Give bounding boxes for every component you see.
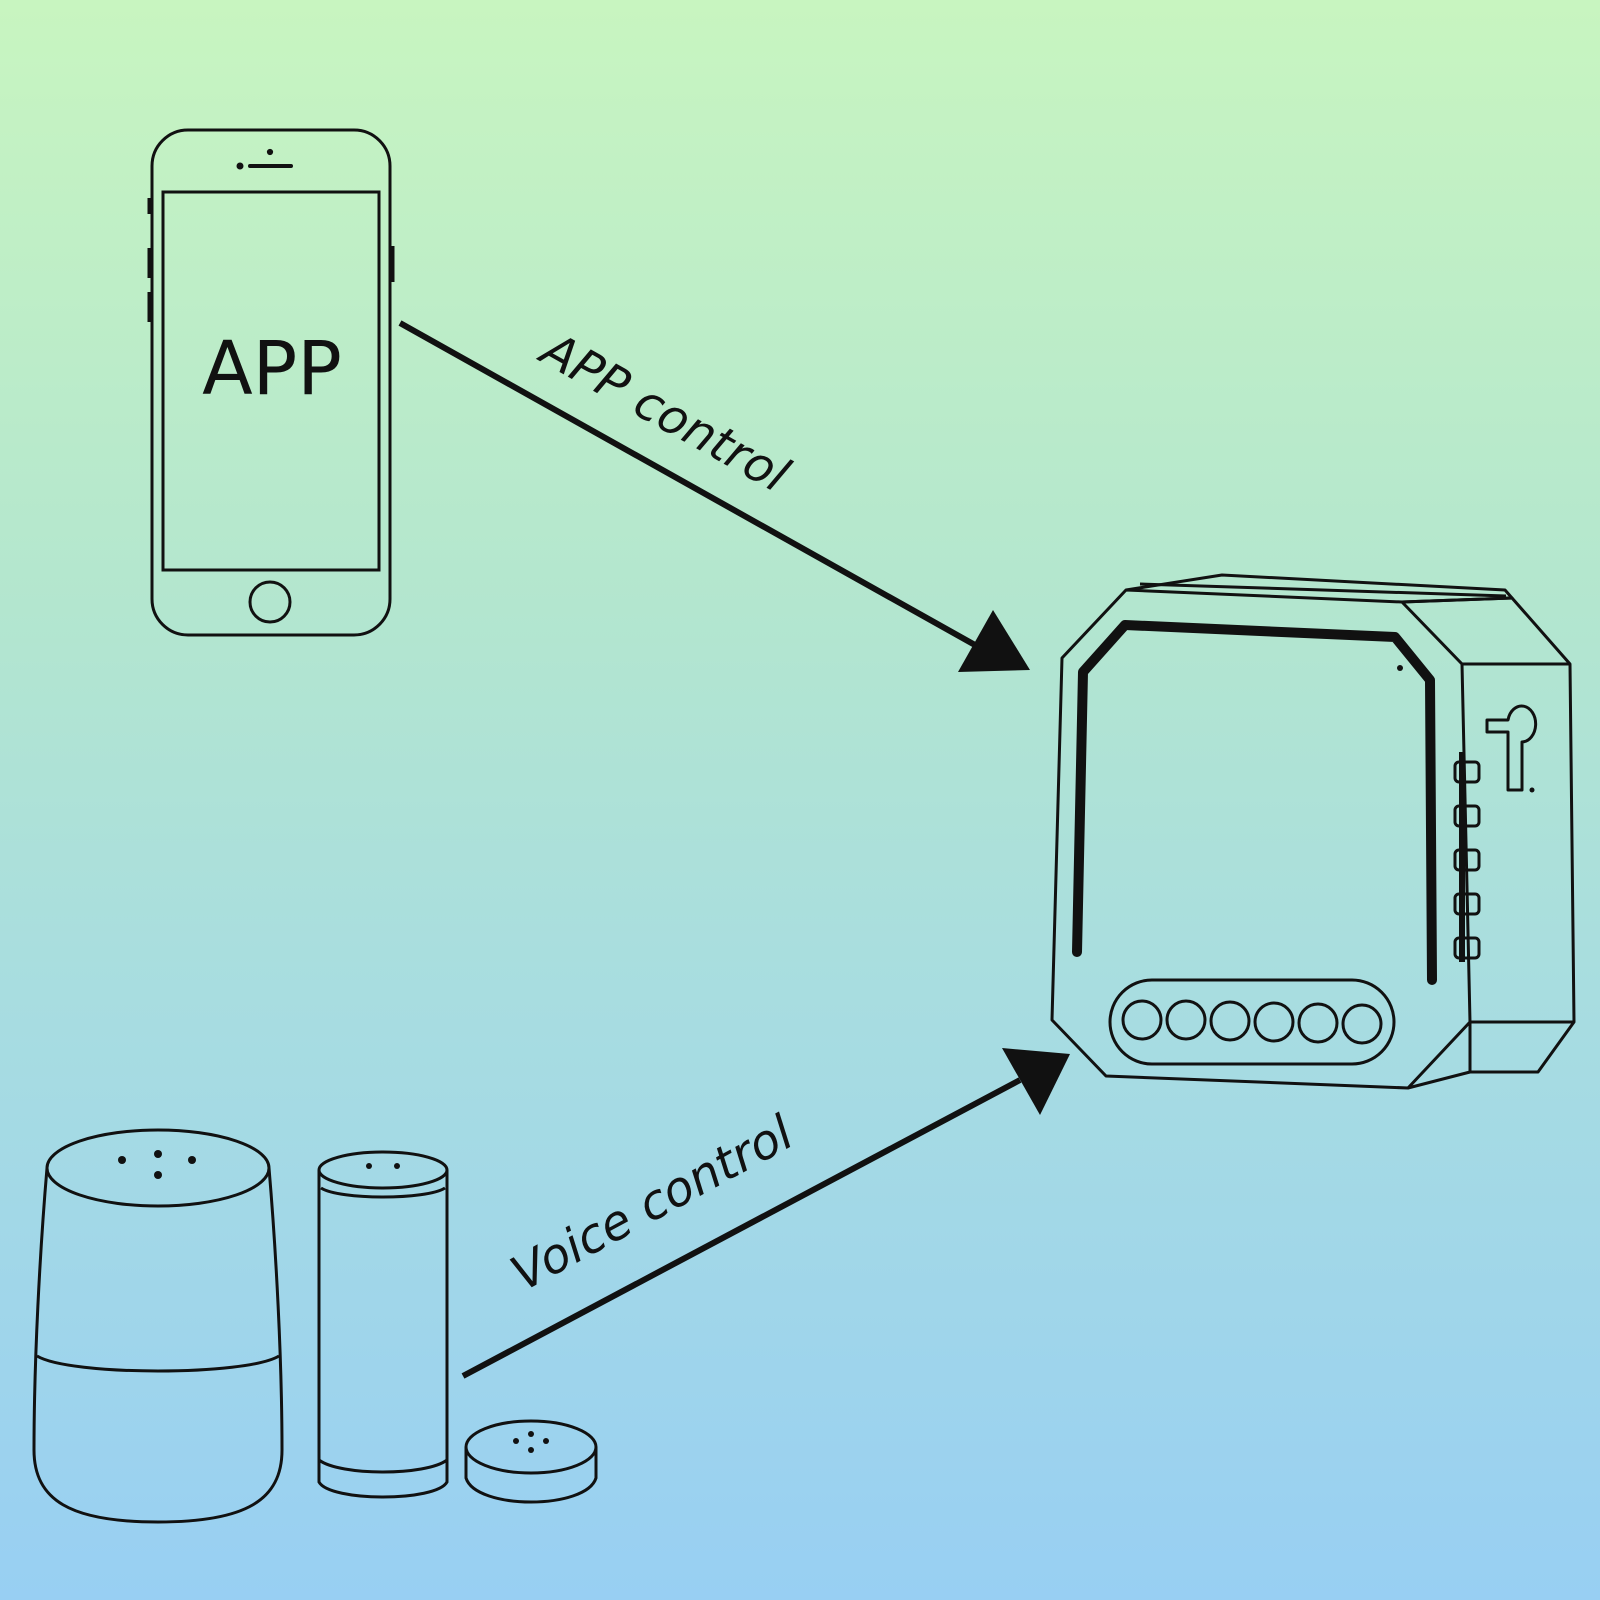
app-control-arrow	[398, 320, 1030, 672]
app-control-label: APP control	[530, 320, 799, 504]
smartphone-icon	[147, 128, 395, 637]
cylinder-smart-speaker-icon	[317, 1150, 449, 1499]
smart-switch-module-icon	[1050, 573, 1576, 1090]
puck-smart-speaker-icon	[464, 1419, 598, 1504]
voice-control-arrow	[461, 1048, 1070, 1379]
large-smart-speaker-icon	[32, 1128, 284, 1524]
phone-screen-label: APP	[202, 326, 342, 412]
